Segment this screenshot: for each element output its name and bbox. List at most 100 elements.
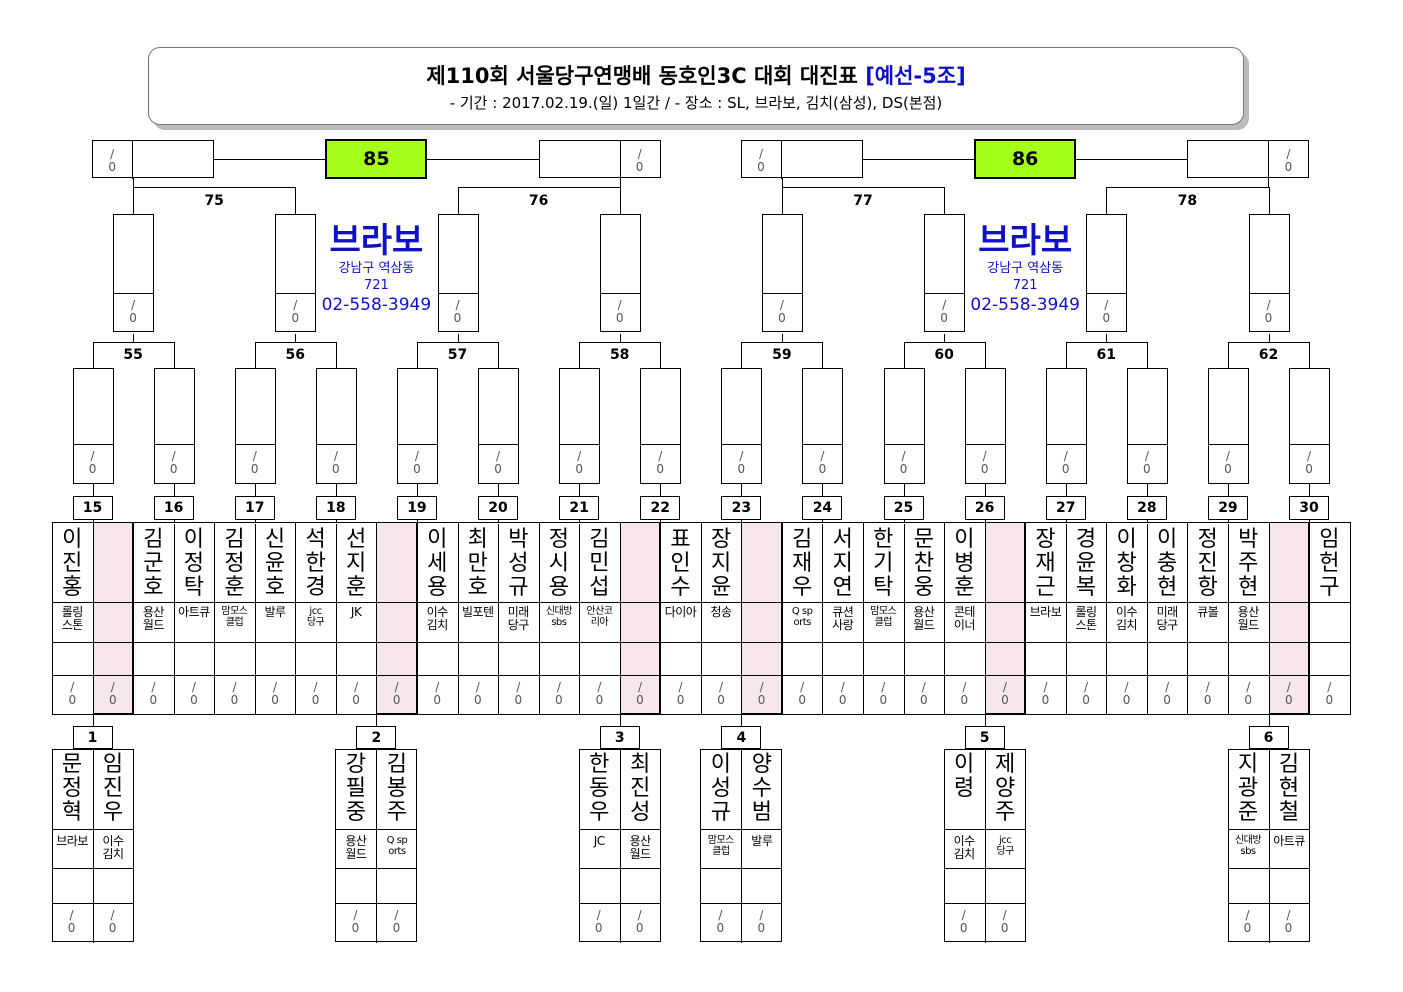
score-slash: / bbox=[394, 908, 399, 922]
score-slash: / bbox=[658, 449, 663, 463]
name-char: 복 bbox=[1075, 575, 1097, 600]
score-cell: /0 bbox=[265, 681, 285, 707]
bracket-line bbox=[660, 522, 661, 715]
score-value: 0 bbox=[717, 693, 725, 707]
bracket-line bbox=[1126, 444, 1168, 445]
score-slash: / bbox=[131, 298, 136, 312]
bracket-line bbox=[822, 484, 824, 497]
score-value: 0 bbox=[332, 462, 340, 476]
score-cell: /0 bbox=[1278, 148, 1298, 174]
score-cell: /0 bbox=[83, 450, 103, 476]
score-cell: /0 bbox=[427, 681, 447, 707]
name-char: 현 bbox=[1156, 575, 1178, 600]
bracket-line bbox=[781, 334, 783, 343]
name-char: 박 bbox=[1238, 527, 1259, 552]
name-char: 웅 bbox=[913, 575, 934, 600]
club-line: 신대방 bbox=[545, 606, 573, 617]
bracket-line bbox=[781, 187, 783, 215]
bracket-line bbox=[376, 749, 378, 943]
score-value: 0 bbox=[595, 693, 604, 707]
score-value: 0 bbox=[149, 693, 158, 707]
score-cell: /0 bbox=[1279, 909, 1299, 935]
score-slash: / bbox=[70, 680, 75, 694]
bracket-line bbox=[174, 524, 175, 715]
score-slash: / bbox=[901, 449, 906, 463]
score-cell: /0 bbox=[1259, 299, 1279, 325]
bracket-line bbox=[335, 342, 337, 369]
match-number: 61 bbox=[1096, 347, 1117, 363]
score-cell: /0 bbox=[954, 681, 974, 707]
score-value: 0 bbox=[108, 160, 116, 174]
score-cell: /0 bbox=[488, 450, 508, 476]
club-line: jcc bbox=[999, 835, 1012, 846]
title-text: 제110회 서울당구연맹배 동호인3C 대회 대진표 bbox=[426, 64, 858, 88]
score-value: 0 bbox=[67, 921, 76, 935]
slot-number: 24 bbox=[802, 496, 843, 520]
score-cell: /0 bbox=[934, 299, 954, 325]
score-slash: / bbox=[942, 298, 947, 312]
score-slash: / bbox=[759, 680, 764, 694]
score-cell: /0 bbox=[995, 681, 1015, 707]
score-value: 0 bbox=[351, 921, 360, 935]
score-cell: /0 bbox=[1279, 681, 1299, 707]
club-line: 용산 bbox=[142, 605, 165, 619]
name-char: 김 bbox=[386, 752, 408, 777]
bracket-line bbox=[1146, 342, 1148, 369]
score-cell: /0 bbox=[448, 299, 468, 325]
match-number: 75 bbox=[204, 193, 224, 209]
bracket-line bbox=[72, 444, 114, 445]
name-char: 진 bbox=[102, 776, 124, 801]
club-line: 신대방 bbox=[1234, 835, 1262, 846]
bracket-line bbox=[51, 868, 134, 869]
score-cell: /0 bbox=[752, 681, 772, 707]
score-value: 0 bbox=[1061, 462, 1070, 476]
bracket-line bbox=[52, 522, 53, 715]
name-char: 필 bbox=[345, 776, 367, 801]
bracket-line bbox=[620, 522, 621, 715]
venue-address: 강남구 역삼동 bbox=[987, 261, 1064, 276]
bracket-line bbox=[1146, 520, 1148, 523]
club-line: 미래 bbox=[1156, 605, 1179, 619]
score-cell: /0 bbox=[812, 450, 832, 476]
club-line: 이수 bbox=[1116, 605, 1138, 619]
name-char: 이 bbox=[1116, 527, 1137, 552]
name-char: 이 bbox=[1156, 527, 1178, 552]
bracket-line bbox=[335, 903, 418, 904]
score-cell: /0 bbox=[630, 909, 650, 935]
player-club: 아트큐 bbox=[178, 605, 210, 619]
bracket-line bbox=[1106, 334, 1108, 343]
bracket-line bbox=[173, 484, 175, 497]
club-line: 롤링 bbox=[61, 605, 84, 619]
name-char: 이 bbox=[954, 527, 975, 552]
group-label: [예선-5조] bbox=[865, 64, 966, 88]
bracket-line bbox=[964, 444, 1006, 445]
score-slash: / bbox=[1063, 449, 1068, 463]
bracket-line bbox=[335, 520, 337, 523]
bracket-line bbox=[234, 444, 276, 445]
name-char: 령 bbox=[954, 776, 975, 801]
score-cell: /0 bbox=[1299, 450, 1319, 476]
bracket-line bbox=[1147, 524, 1148, 715]
bracket-line bbox=[944, 187, 946, 215]
score-slash: / bbox=[840, 680, 845, 694]
name-char: 윤 bbox=[710, 575, 732, 600]
name-char: 훈 bbox=[224, 575, 245, 600]
score-cell: /0 bbox=[751, 909, 771, 935]
bracket-line bbox=[619, 177, 621, 188]
score-slash: / bbox=[110, 680, 115, 694]
score-value: 0 bbox=[555, 693, 563, 707]
score-value: 0 bbox=[473, 693, 482, 707]
match-box bbox=[761, 214, 803, 332]
score-value: 0 bbox=[291, 311, 300, 325]
